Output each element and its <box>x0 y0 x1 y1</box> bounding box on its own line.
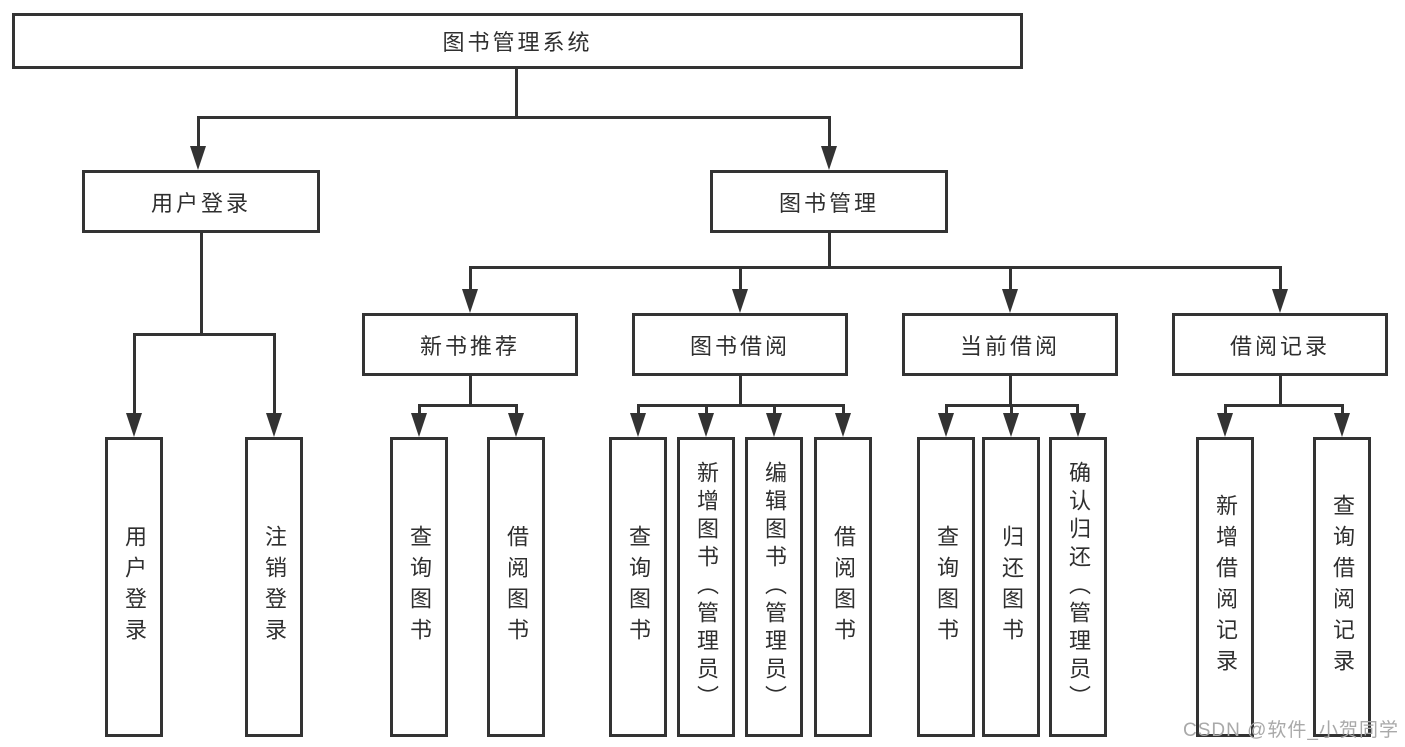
connector-line <box>1009 266 1012 289</box>
leaf-logout-label: 注销登录 <box>262 525 287 649</box>
connector-line <box>1224 404 1227 413</box>
connector-line <box>739 376 742 406</box>
connector-line <box>197 116 831 119</box>
connector-line <box>1279 266 1282 289</box>
connector-line <box>133 333 276 336</box>
leaf-logout: 注销登录 <box>245 437 303 737</box>
arrow-down-icon <box>698 413 714 437</box>
connector-line <box>418 404 421 413</box>
connector-line <box>197 116 200 148</box>
connector-line <box>515 404 518 413</box>
connector-line <box>1279 376 1282 406</box>
connector-line <box>200 233 203 335</box>
connector-line <box>739 266 742 289</box>
node-user-login: 用户登录 <box>82 170 320 233</box>
arrow-down-icon <box>1070 413 1086 437</box>
arrow-down-icon <box>1002 289 1018 313</box>
leaf-records-add-record: 新增借阅记录 <box>1196 437 1254 737</box>
arrow-down-icon <box>1217 413 1233 437</box>
leaf-records-add-record-label: 新增借阅记录 <box>1213 494 1238 680</box>
leaf-recommend-borrow-books-label: 借阅图书 <box>504 525 529 649</box>
connector-line <box>515 69 518 118</box>
node-root-label: 图书管理系统 <box>442 30 593 55</box>
connector-line <box>133 333 136 413</box>
arrow-down-icon <box>508 413 524 437</box>
node-borrow-records-label: 借阅记录 <box>1229 333 1330 359</box>
leaf-current-return-books-label: 归还图书 <box>999 525 1024 649</box>
node-new-book-recommend: 新书推荐 <box>362 313 578 376</box>
node-book-management: 图书管理 <box>710 170 948 233</box>
connector-line <box>469 266 1282 269</box>
connector-line <box>773 404 776 413</box>
node-current-borrow: 当前借阅 <box>902 313 1118 376</box>
arrow-down-icon <box>462 289 478 313</box>
leaf-current-confirm-return-admin: 确认归还（管理员） <box>1049 437 1107 737</box>
leaf-user-login-label: 用户登录 <box>122 525 147 649</box>
leaf-recommend-query-books: 查询图书 <box>390 437 448 737</box>
connector-line <box>469 376 472 406</box>
leaf-current-query-books-label: 查询图书 <box>934 525 959 649</box>
leaf-borrow-borrow-books: 借阅图书 <box>814 437 872 737</box>
connector-line <box>828 116 831 148</box>
connector-line <box>637 404 640 413</box>
arrow-down-icon <box>835 413 851 437</box>
leaf-borrow-edit-books-admin-label: 编辑图书（管理员） <box>762 461 787 713</box>
arrow-down-icon <box>126 413 142 437</box>
leaf-current-query-books: 查询图书 <box>917 437 975 737</box>
connector-line <box>705 404 708 413</box>
connector-line <box>469 266 472 289</box>
leaf-borrow-query-books-label: 查询图书 <box>626 525 651 649</box>
arrow-down-icon <box>766 413 782 437</box>
leaf-recommend-query-books-label: 查询图书 <box>407 525 432 649</box>
node-current-borrow-label: 当前借阅 <box>959 333 1060 359</box>
connector-line <box>1076 404 1079 413</box>
leaf-borrow-add-books-admin-label: 新增图书（管理员） <box>694 461 719 713</box>
connector-line <box>1010 404 1013 413</box>
arrow-down-icon <box>821 146 837 170</box>
connector-line <box>418 404 518 407</box>
leaf-user-login: 用户登录 <box>105 437 163 737</box>
connector-line <box>1009 376 1012 406</box>
arrow-down-icon <box>938 413 954 437</box>
leaf-current-return-books: 归还图书 <box>982 437 1040 737</box>
leaf-borrow-edit-books-admin: 编辑图书（管理员） <box>745 437 803 737</box>
leaf-recommend-borrow-books: 借阅图书 <box>487 437 545 737</box>
connector-line <box>1224 404 1344 407</box>
node-book-borrow-label: 图书借阅 <box>689 333 790 359</box>
node-user-login-label: 用户登录 <box>150 190 251 216</box>
connector-line <box>842 404 845 413</box>
leaf-records-query-record-label: 查询借阅记录 <box>1330 494 1355 680</box>
arrow-down-icon <box>1003 413 1019 437</box>
leaf-records-query-record: 查询借阅记录 <box>1313 437 1371 737</box>
arrow-down-icon <box>1334 413 1350 437</box>
connector-line <box>1341 404 1344 413</box>
node-borrow-records: 借阅记录 <box>1172 313 1388 376</box>
arrow-down-icon <box>1272 289 1288 313</box>
arrow-down-icon <box>630 413 646 437</box>
leaf-borrow-query-books: 查询图书 <box>609 437 667 737</box>
csdn-watermark: CSDN @软件_小贺同学 <box>1183 720 1399 741</box>
arrow-down-icon <box>732 289 748 313</box>
node-root: 图书管理系统 <box>12 13 1023 69</box>
arrow-down-icon <box>266 413 282 437</box>
node-book-management-label: 图书管理 <box>778 190 879 216</box>
leaf-current-confirm-return-admin-label: 确认归还（管理员） <box>1066 461 1091 713</box>
connector-line <box>945 404 948 413</box>
node-new-book-recommend-label: 新书推荐 <box>419 333 520 359</box>
connector-line <box>273 333 276 413</box>
leaf-borrow-borrow-books-label: 借阅图书 <box>831 525 856 649</box>
node-book-borrow: 图书借阅 <box>632 313 848 376</box>
connector-line <box>637 404 844 407</box>
arrow-down-icon <box>411 413 427 437</box>
connector-line <box>828 233 831 268</box>
arrow-down-icon <box>190 146 206 170</box>
leaf-borrow-add-books-admin: 新增图书（管理员） <box>677 437 735 737</box>
